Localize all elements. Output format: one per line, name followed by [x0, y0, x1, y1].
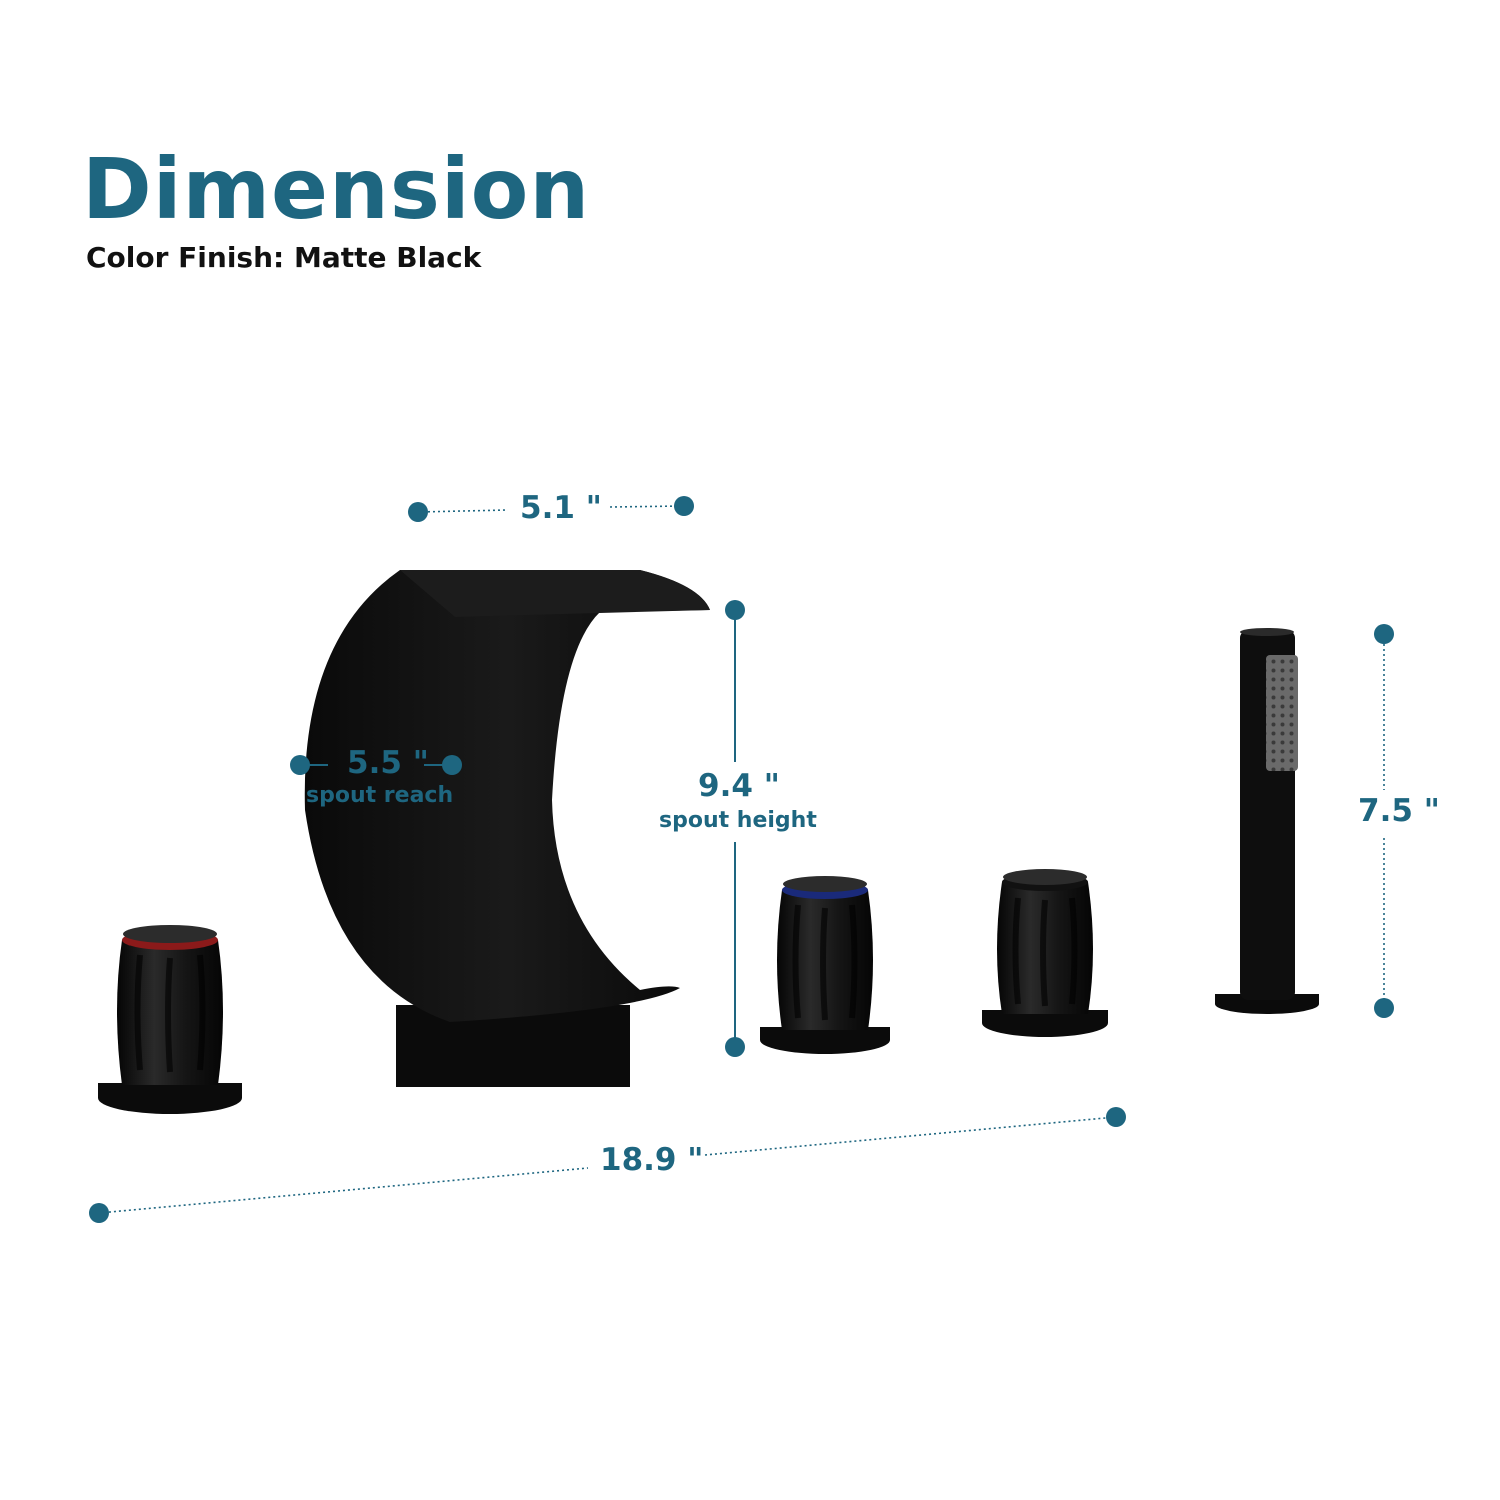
middle-handle-cold — [760, 876, 890, 1054]
spout-top-lip — [400, 570, 710, 617]
hand-shower — [1215, 628, 1319, 1014]
hand-shower-height-label: 7.5 " — [1358, 793, 1440, 829]
spout-height-caption: spout height — [659, 808, 817, 833]
spout-height-label: 9.4 " — [698, 768, 780, 804]
middle-handle-diverter — [982, 869, 1108, 1037]
spout-width-label: 5.1 " — [520, 490, 602, 526]
spout-reach-label: 5.5 " — [347, 745, 429, 781]
spray-face-icon — [1266, 655, 1298, 771]
spout-reach-caption: spout reach — [306, 783, 454, 808]
page-title: Dimension — [82, 140, 591, 238]
dimension-markers — [89, 496, 1394, 1223]
overall-width-label: 18.9 " — [600, 1142, 704, 1178]
waterfall-spout — [304, 570, 710, 1087]
color-finish-subtitle: Color Finish: Matte Black — [86, 241, 482, 274]
spout-base-block — [396, 1005, 630, 1087]
left-handle — [98, 925, 242, 1114]
spout-body — [304, 570, 710, 1022]
